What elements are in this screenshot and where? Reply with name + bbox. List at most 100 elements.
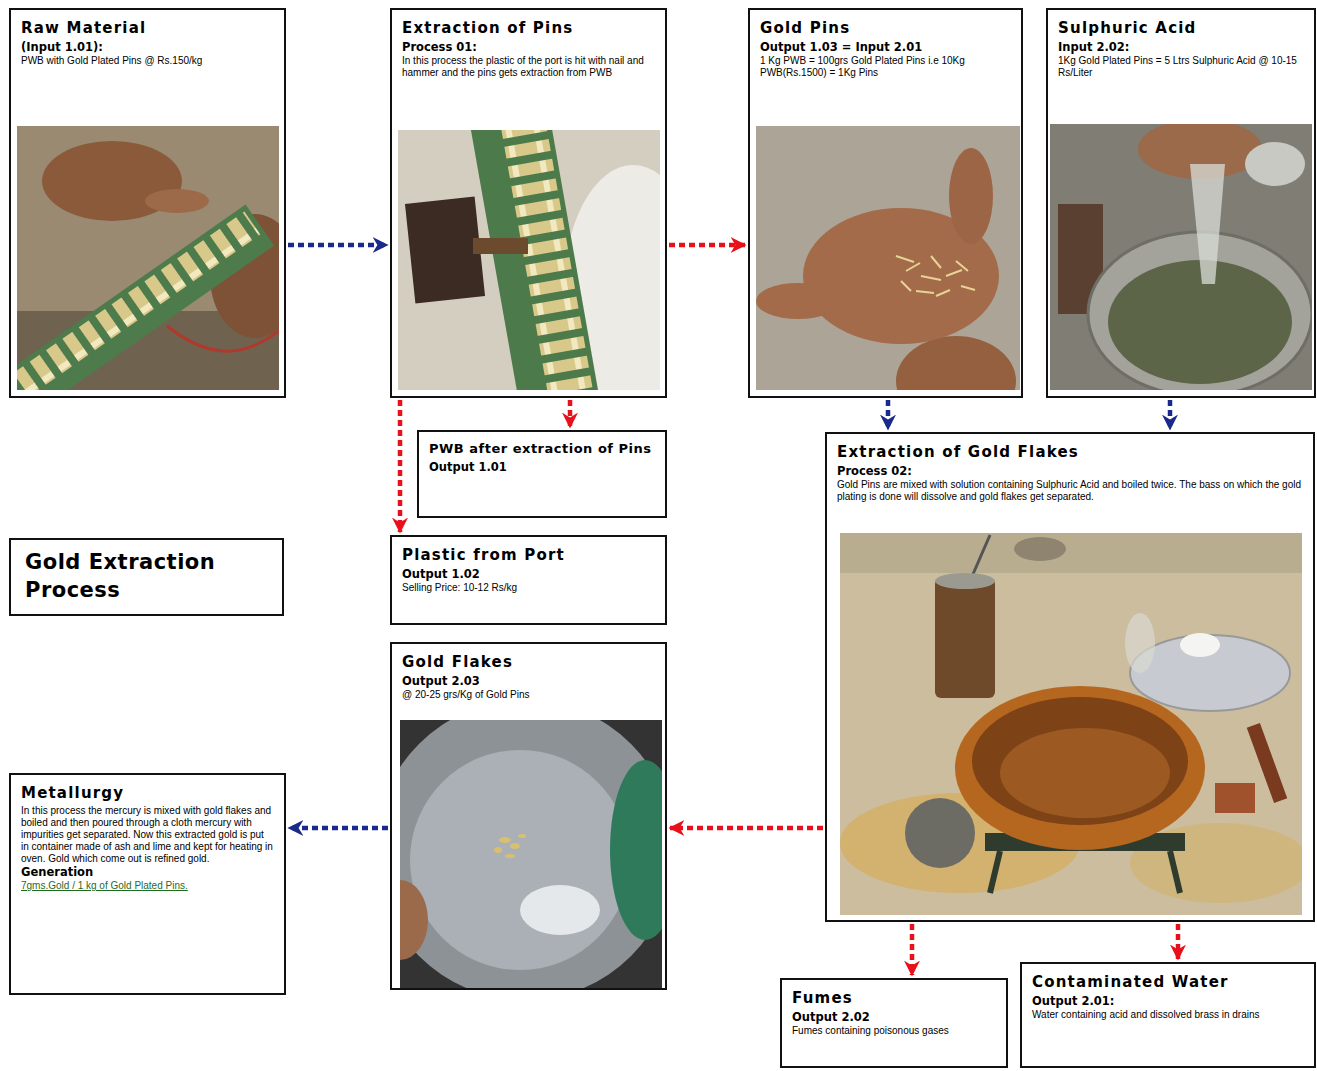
connector-strip xyxy=(470,111,606,450)
photo xyxy=(1050,119,1312,396)
box-heading: Extraction of Gold Flakes xyxy=(837,442,1303,462)
box-heading: Sulphuric Acid xyxy=(1058,18,1304,38)
box-text: 1Kg Gold Plated Pins = 5 Ltrs Sulphuric … xyxy=(1058,55,1304,79)
bottle xyxy=(1190,164,1225,284)
flow-arrow xyxy=(886,400,891,429)
box-subheading: Generation xyxy=(21,865,274,880)
flow-arrow xyxy=(289,826,388,831)
box-heading: Contaminated Water xyxy=(1032,972,1304,992)
title-box: Gold Extraction Process xyxy=(9,538,284,616)
output-box: PWB after extraction of PinsOutput 1.01 xyxy=(417,430,667,518)
flake xyxy=(518,834,526,838)
flow-arrow xyxy=(288,243,387,248)
box-text: 7gms.Gold / 1 kg of Gold Plated Pins. xyxy=(21,880,274,892)
motor xyxy=(905,798,975,868)
flow-arrow xyxy=(398,400,403,532)
photo xyxy=(372,700,680,1000)
box-subheading: Process 02: xyxy=(837,464,1303,479)
process-box: MetallurgyIn this process the mercury is… xyxy=(9,773,286,995)
output-box: FumesOutput 2.02Fumes containing poisono… xyxy=(780,978,1008,1068)
box-heading: Fumes xyxy=(792,988,996,1008)
photo xyxy=(398,111,703,450)
box-subheading: Output 1.03 = Input 2.01 xyxy=(760,40,1011,55)
diagram-title: Gold Extraction Process xyxy=(25,548,268,604)
acid-liquid xyxy=(1108,260,1292,384)
gold-pins xyxy=(896,256,975,296)
wire xyxy=(167,326,279,351)
process-box: Extraction of PinsProcess 01:In this pro… xyxy=(390,8,667,398)
box-text: In this process the mercury is mixed wit… xyxy=(21,805,274,865)
object xyxy=(1014,537,1066,561)
box-heading: Gold Flakes xyxy=(402,652,655,672)
photo xyxy=(840,533,1310,915)
box-subheading: Output 2.03 xyxy=(402,674,655,689)
flow-arrow xyxy=(910,924,915,975)
cup xyxy=(1180,633,1220,657)
box-heading: Raw Material xyxy=(21,18,274,38)
output-box: Gold FlakesOutput 2.03@ 20-25 grs/Kg of … xyxy=(390,642,667,990)
box-heading: PWB after extraction of Pins xyxy=(429,440,655,457)
flake xyxy=(510,843,520,849)
photo xyxy=(756,126,1020,426)
box-subheading: Output 2.01: xyxy=(1032,994,1304,1009)
flow-arrow xyxy=(669,243,745,248)
photo-ground xyxy=(840,533,1302,573)
output-box: Plastic from PortOutput 1.02Selling Pric… xyxy=(390,535,667,625)
stand-legs xyxy=(990,851,1180,893)
input-box: Raw Material (Input 1.01):PWB with Gold P… xyxy=(9,8,286,398)
box-text: @ 20-25 grs/Kg of Gold Pins xyxy=(402,689,655,701)
flow-arrow xyxy=(568,400,573,427)
liquid xyxy=(1000,728,1170,818)
box-text: In this process the plastic of the port … xyxy=(402,55,655,79)
box-subheading: Input 2.02: xyxy=(1058,40,1304,55)
finger xyxy=(949,148,993,244)
hammer-handle xyxy=(473,238,528,254)
output-box: Gold PinsOutput 1.03 = Input 2.011 Kg PW… xyxy=(748,8,1023,398)
thumb xyxy=(756,283,840,319)
box-text: Gold Pins are mixed with solution contai… xyxy=(837,479,1303,503)
process-box: Extraction of Gold FlakesProcess 02:Gold… xyxy=(825,432,1315,922)
reflection xyxy=(520,885,600,935)
input-box: Sulphuric AcidInput 2.02:1Kg Gold Plated… xyxy=(1046,8,1316,398)
box-text: Water containing acid and dissolved bras… xyxy=(1032,1009,1304,1021)
object xyxy=(1245,142,1305,186)
connector-strip xyxy=(0,204,274,417)
bowl-inside xyxy=(410,750,630,970)
gold-flakes xyxy=(494,834,526,858)
gold-pins xyxy=(500,116,600,439)
box-text: Fumes containing poisonous gases xyxy=(792,1025,996,1037)
box-heading: Metallurgy xyxy=(21,783,274,803)
flow-arrow xyxy=(1176,924,1181,959)
box-subheading: Output 2.02 xyxy=(792,1010,996,1025)
hand xyxy=(372,880,428,960)
box-subheading: Process 01: xyxy=(402,40,655,55)
box-text: Selling Price: 10-12 Rs/kg xyxy=(402,582,655,594)
bottle xyxy=(1125,613,1155,673)
pot xyxy=(955,686,1205,850)
box-text: PWB with Gold Plated Pins @ Rs.150/kg xyxy=(21,55,274,67)
canister-top xyxy=(935,573,995,589)
box-text: 1 Kg PWB = 100grs Gold Plated Pins i.e 1… xyxy=(760,55,1011,79)
box-heading: Plastic from Port xyxy=(402,545,655,565)
box-subheading: (Input 1.01): xyxy=(21,40,274,55)
box-heading: Gold Pins xyxy=(760,18,1011,38)
strip-body xyxy=(0,204,274,417)
flake xyxy=(499,837,511,843)
output-box: Contaminated WaterOutput 2.01:Water cont… xyxy=(1020,962,1316,1068)
pin-pieces xyxy=(896,256,975,296)
finger xyxy=(145,189,209,213)
gold-pins xyxy=(7,211,261,400)
box-subheading: Output 1.01 xyxy=(429,460,655,475)
strip-body xyxy=(470,111,606,450)
block xyxy=(1215,783,1255,813)
flow-arrow xyxy=(1168,400,1173,429)
flake xyxy=(494,847,502,853)
flow-arrow xyxy=(670,826,823,831)
box-subheading: Output 1.02 xyxy=(402,567,655,582)
green-glass xyxy=(610,760,680,940)
wrist xyxy=(896,336,1016,426)
photo xyxy=(0,126,300,418)
box-heading: Extraction of Pins xyxy=(402,18,655,38)
flake xyxy=(505,854,515,858)
